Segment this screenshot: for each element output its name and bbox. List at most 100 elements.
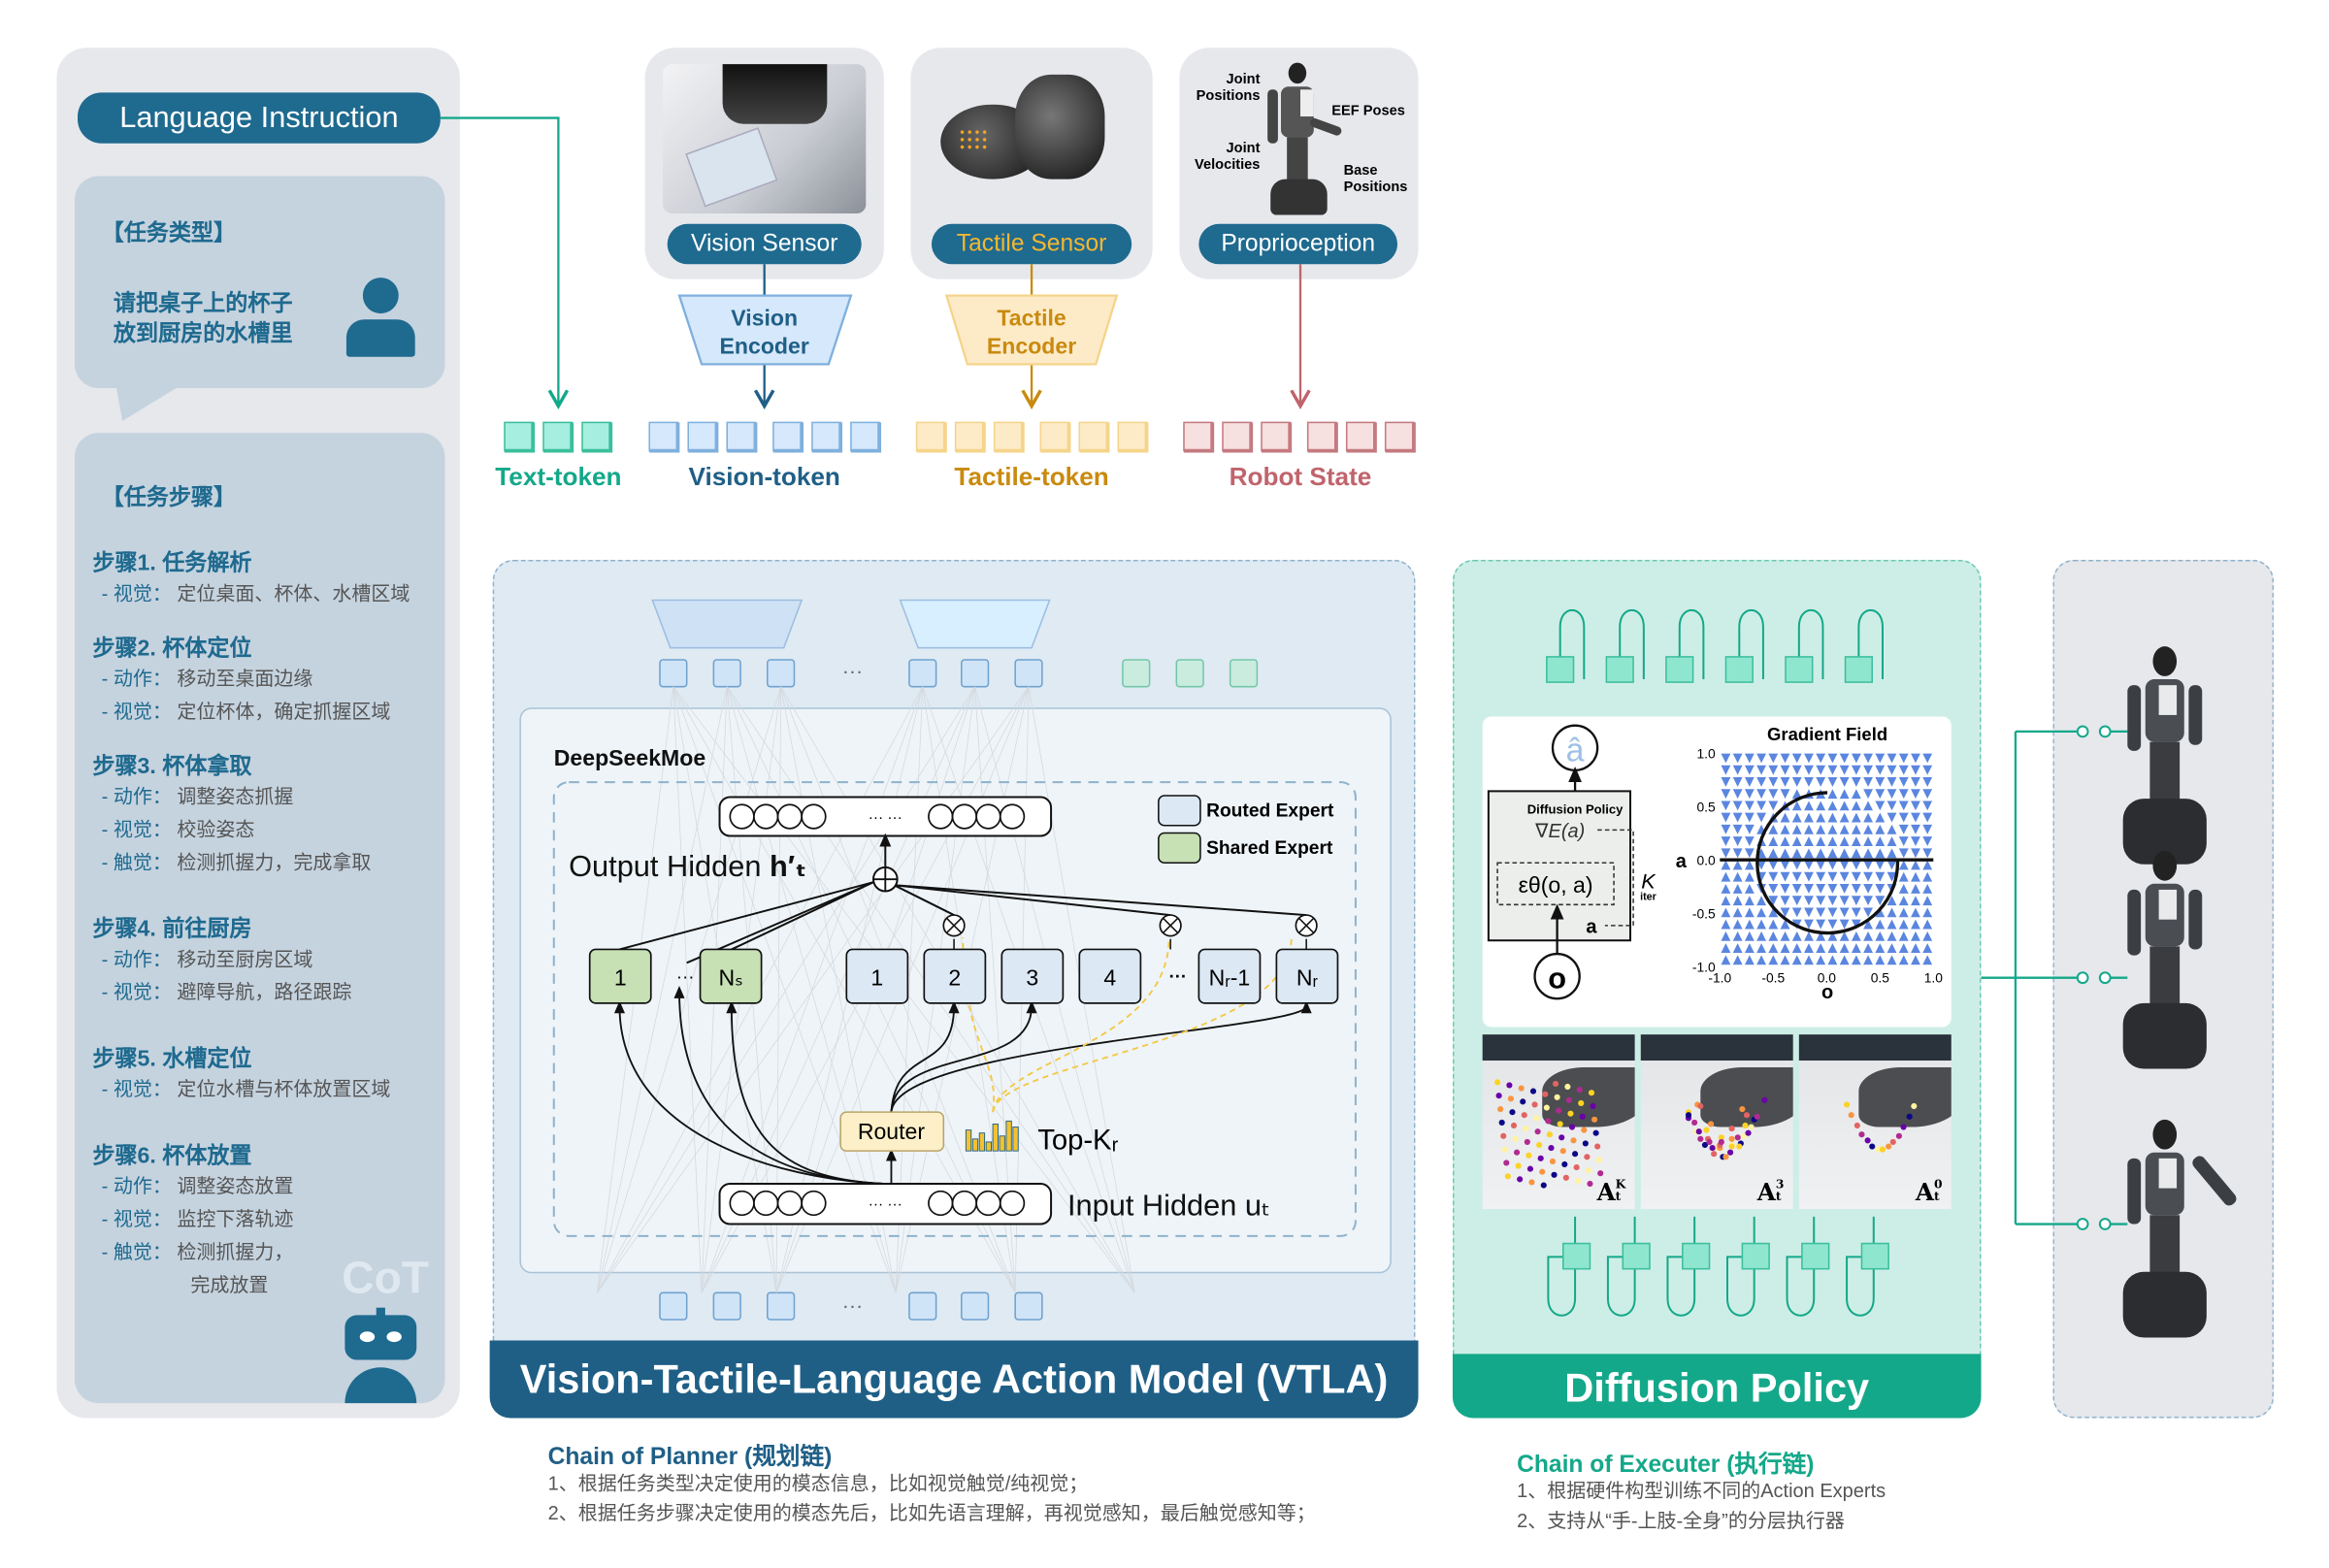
iter-label: iter bbox=[1640, 892, 1657, 903]
gradient-arrow bbox=[1911, 812, 1920, 823]
gradient-arrow bbox=[1816, 896, 1826, 906]
gradient-arrow bbox=[1768, 800, 1779, 811]
step-line: - 动作： 调整姿态抓握 bbox=[92, 781, 439, 814]
gradient-arrow bbox=[1875, 907, 1886, 918]
gate-signal-wire bbox=[992, 937, 1293, 1113]
gradient-arrow bbox=[1851, 896, 1861, 906]
gradient-arrow bbox=[1756, 753, 1767, 764]
gradient-arrow bbox=[1839, 860, 1850, 870]
robot-embodiment-body bbox=[2122, 1119, 2237, 1338]
step-line-key: - 触觉： bbox=[101, 850, 172, 873]
gradient-arrow bbox=[1768, 907, 1779, 918]
gradient-arrow bbox=[1744, 931, 1755, 941]
gradient-arrow bbox=[1780, 836, 1790, 846]
gradient-arrow bbox=[1911, 955, 1920, 965]
routed-expert-label: 3 bbox=[1026, 964, 1038, 990]
user-icon bbox=[345, 278, 415, 358]
robot-state-token bbox=[1384, 421, 1415, 452]
gradient-arrow bbox=[1816, 931, 1826, 941]
legend-routed-swatch bbox=[1158, 795, 1201, 827]
gradient-arrow bbox=[1744, 896, 1755, 906]
gradient-arrow bbox=[1851, 871, 1861, 882]
neuron bbox=[801, 803, 827, 830]
legend-shared-label: Shared Expert bbox=[1206, 838, 1333, 859]
gradient-arrow bbox=[1756, 812, 1767, 823]
step-title: 步骤3. 杯体拿取 bbox=[92, 753, 252, 780]
gradient-arrow bbox=[1886, 943, 1897, 953]
gradient-arrow bbox=[1911, 824, 1920, 834]
tactile-token bbox=[1039, 421, 1070, 452]
gradient-arrow bbox=[1732, 765, 1743, 775]
step-line-key: - 视觉： bbox=[101, 980, 172, 1003]
gradient-arrow bbox=[1875, 777, 1886, 787]
gradient-arrow bbox=[1804, 943, 1814, 953]
step-line-value: 定位杯体，确定抓握区域 bbox=[177, 700, 391, 723]
diffusion-input-token bbox=[1724, 656, 1754, 683]
vtla-token bbox=[1014, 1291, 1043, 1321]
gradient-arrow bbox=[1816, 907, 1826, 918]
gradient-arrow bbox=[1804, 777, 1814, 787]
topk-bar bbox=[1012, 1127, 1019, 1152]
output-dots: ··· ··· bbox=[869, 810, 902, 827]
gradient-arrow bbox=[1851, 931, 1861, 941]
vtla-title: Vision-Tactile-Language Action Model (VT… bbox=[489, 1340, 1419, 1419]
step-line: - 视觉： 定位杯体，确定抓握区域 bbox=[92, 696, 439, 729]
shared-expert bbox=[588, 948, 652, 1004]
gradient-arrow bbox=[1732, 884, 1743, 894]
vision-encoder bbox=[677, 294, 853, 366]
gradient-arrow bbox=[1839, 955, 1850, 965]
gradient-arrow bbox=[1827, 836, 1838, 846]
vtla-token bbox=[766, 659, 796, 688]
gradient-arrow bbox=[1744, 753, 1755, 764]
gradient-arrow bbox=[1721, 836, 1731, 846]
gradient-arrow bbox=[1768, 836, 1779, 846]
gradient-arrow bbox=[1827, 789, 1838, 800]
step-line-value: 校验姿态 bbox=[177, 818, 255, 841]
gradient-arrow bbox=[1839, 884, 1850, 894]
gradient-arrow bbox=[1911, 860, 1920, 870]
gradient-arrow bbox=[1791, 871, 1802, 882]
gradient-arrow bbox=[1863, 824, 1874, 834]
topk-bar bbox=[971, 1138, 979, 1152]
gradient-arrow bbox=[1839, 919, 1850, 930]
diffusion-output-token bbox=[1622, 1242, 1651, 1270]
gradient-arrow bbox=[1744, 919, 1755, 930]
o-node bbox=[1533, 952, 1581, 1000]
gradient-arrow bbox=[1732, 789, 1743, 800]
topk-bar bbox=[985, 1141, 992, 1152]
step-line-value: 避障导航，路径跟踪 bbox=[177, 980, 352, 1003]
gradient-arrow bbox=[1851, 789, 1861, 800]
gradient-arrow bbox=[1886, 800, 1897, 811]
step-line-value: 监控下落轨迹 bbox=[177, 1207, 294, 1230]
moe-title: DeepSeekMoe bbox=[554, 745, 706, 770]
text-token bbox=[542, 421, 573, 452]
gradient-arrow bbox=[1791, 907, 1802, 918]
switch-node bbox=[2076, 971, 2089, 985]
gradient-arrow bbox=[1886, 860, 1897, 870]
gradient-arrow bbox=[1780, 907, 1790, 918]
gradient-arrow bbox=[1898, 860, 1909, 870]
step-line-value: 定位桌面、杯体、水槽区域 bbox=[177, 581, 410, 605]
tactile-token bbox=[1117, 421, 1148, 452]
gradient-arrow bbox=[1922, 919, 1933, 930]
shared-expert-ellipsis: ··· bbox=[676, 965, 694, 986]
gradient-arrow bbox=[1922, 824, 1933, 834]
gradient-arrow bbox=[1816, 836, 1826, 846]
executer-connectors bbox=[1981, 730, 2128, 1225]
gradient-arrow bbox=[1851, 836, 1861, 846]
topk-bar bbox=[978, 1132, 986, 1152]
steps-header: 【任务步骤】 bbox=[101, 484, 237, 511]
routed-to-sum-wire bbox=[894, 884, 1171, 917]
neuron bbox=[801, 1190, 827, 1217]
routed-expert bbox=[1275, 948, 1339, 1004]
gradient-arrow bbox=[1827, 860, 1838, 870]
gradient-arrow bbox=[1804, 955, 1814, 965]
text-connector bbox=[440, 116, 570, 409]
step-line: - 动作： 移动至桌面边缘 bbox=[92, 663, 439, 696]
proprioception-pill: Proprioception bbox=[1198, 223, 1397, 265]
gradient-arrow bbox=[1851, 800, 1861, 811]
gradient-arrow bbox=[1756, 955, 1767, 965]
gradient-arrow bbox=[1898, 765, 1909, 775]
bottom-token-ellipsis: ··· bbox=[842, 1293, 864, 1317]
gradient-arrow bbox=[1898, 919, 1909, 930]
